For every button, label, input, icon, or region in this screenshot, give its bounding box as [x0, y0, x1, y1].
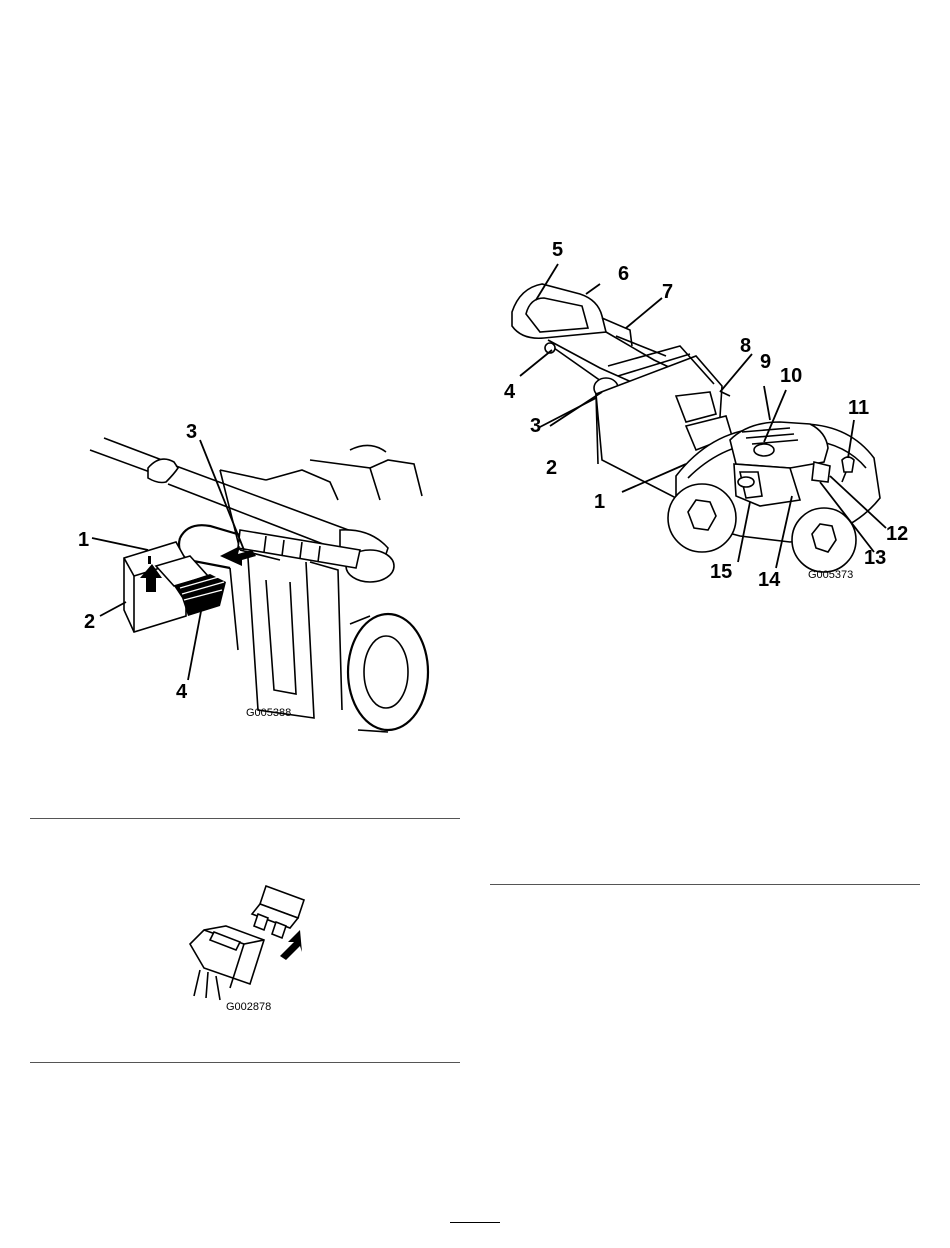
- mower-illustration: 1 2 3 4 5 6 7 8 9 10 11 12 13 14 15 G005…: [490, 236, 920, 596]
- figure-code: G005388: [246, 707, 291, 719]
- callout-3: 3: [530, 415, 541, 437]
- callout-7: 7: [662, 281, 673, 303]
- fuse-illustration: G002878: [180, 880, 330, 1015]
- callout-10: 10: [780, 365, 802, 387]
- callout-3: 3: [186, 421, 197, 443]
- figure-fuse: G002878: [180, 880, 330, 1015]
- figure-mower: 1 2 3 4 5 6 7 8 9 10 11 12 13 14 15 G005…: [490, 236, 920, 596]
- callout-4: 4: [504, 381, 516, 403]
- callout-1: 1: [594, 491, 605, 513]
- figure-code: G005373: [808, 569, 853, 581]
- callout-5: 5: [552, 239, 563, 261]
- callout-13: 13: [864, 547, 886, 569]
- fuse-box-illustration: 1 2 3 4 G005388: [70, 410, 450, 740]
- callout-8: 8: [740, 335, 751, 357]
- callout-2: 2: [546, 457, 557, 479]
- callout-2: 2: [84, 611, 95, 633]
- divider: [30, 818, 460, 819]
- callout-11: 11: [848, 397, 869, 419]
- figure-fuse-box: 1 2 3 4 G005388: [70, 410, 450, 740]
- callout-15: 15: [710, 561, 732, 583]
- divider: [490, 884, 920, 885]
- divider: [30, 1062, 460, 1063]
- figure-code: G002878: [226, 1001, 271, 1013]
- callout-14: 14: [758, 569, 781, 591]
- footer-rule: [450, 1222, 500, 1223]
- callout-1: 1: [78, 529, 89, 551]
- callout-6: 6: [618, 263, 629, 285]
- callout-4: 4: [176, 681, 188, 703]
- callout-12: 12: [886, 523, 908, 545]
- callout-9: 9: [760, 351, 771, 373]
